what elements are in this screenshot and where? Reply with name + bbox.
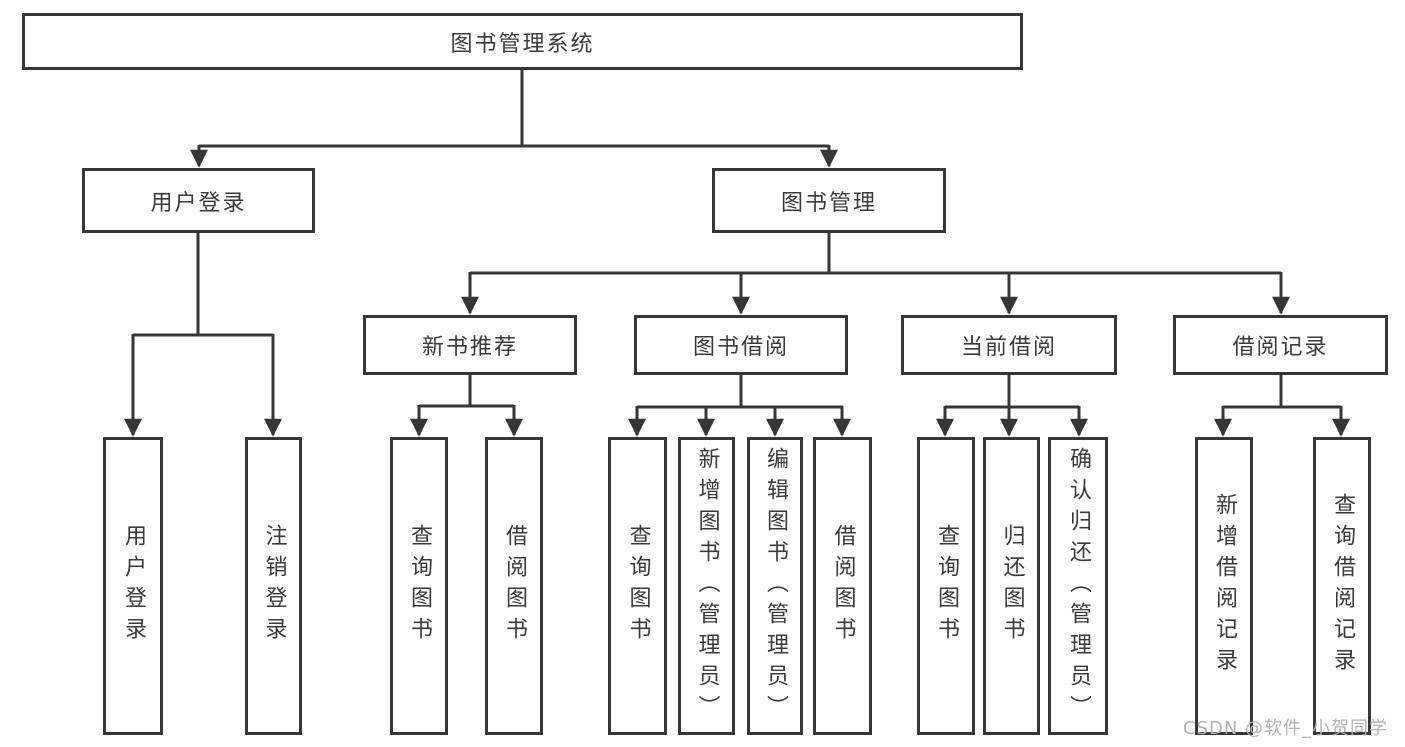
leaf-query-borrow-record: 查询借阅记录 — [1313, 437, 1371, 735]
leaf-label: 确认归还（管理员） — [1066, 446, 1091, 726]
node-borrowing-records: 借阅记录 — [1173, 315, 1388, 375]
leaf-label: 新增图书（管理员） — [694, 446, 720, 726]
leaf-label: 注销登录 — [261, 524, 287, 648]
leaf-label: 查询图书 — [625, 524, 651, 648]
leaf-add-borrow-record: 新增借阅记录 — [1195, 437, 1253, 735]
leaf-query-books-current: 查询图书 — [917, 437, 975, 735]
node-book-management: 图书管理 — [712, 168, 946, 233]
leaf-label: 查询图书 — [934, 524, 959, 648]
node-book-borrowing: 图书借阅 — [634, 315, 848, 375]
watermark-text: CSDN @软件_小贺同学 — [1183, 718, 1389, 739]
leaf-edit-book-admin: 编辑图书（管理员） — [747, 437, 803, 735]
leaf-return-books: 归还图书 — [983, 437, 1040, 735]
leaf-label: 用户登录 — [121, 524, 146, 648]
node-label: 图书管理系统 — [450, 31, 595, 57]
leaf-label: 借阅图书 — [502, 524, 527, 648]
leaf-label: 归还图书 — [999, 524, 1025, 648]
leaf-label: 新增借阅记录 — [1212, 493, 1237, 679]
leaf-label: 查询图书 — [407, 524, 432, 648]
node-library-management-system: 图书管理系统 — [22, 13, 1023, 70]
leaf-query-books-recommend: 查询图书 — [390, 437, 448, 735]
node-label: 图书管理 — [780, 190, 877, 216]
leaf-borrow-books: 借阅图书 — [813, 437, 872, 735]
node-label: 新书推荐 — [421, 335, 518, 360]
leaf-logout: 注销登录 — [245, 437, 302, 735]
leaf-confirm-return-admin: 确认归还（管理员） — [1048, 437, 1108, 735]
node-user-login-group: 用户登录 — [82, 168, 315, 233]
leaf-borrow-books-recommend: 借阅图书 — [485, 437, 543, 735]
leaf-query-books-borrowing: 查询图书 — [608, 437, 667, 735]
leaf-label: 查询借阅记录 — [1330, 493, 1355, 679]
leaf-label: 借阅图书 — [830, 524, 856, 648]
node-label: 用户登录 — [150, 190, 247, 216]
node-new-book-recommend: 新书推荐 — [363, 315, 577, 375]
node-label: 图书借阅 — [692, 335, 789, 360]
leaf-add-book-admin: 新增图书（管理员） — [678, 437, 735, 735]
node-current-borrowing: 当前借阅 — [901, 315, 1117, 375]
leaf-user-login: 用户登录 — [103, 437, 163, 735]
leaf-label: 编辑图书（管理员） — [763, 446, 788, 726]
node-label: 借阅记录 — [1232, 335, 1329, 360]
node-label: 当前借阅 — [960, 335, 1057, 360]
